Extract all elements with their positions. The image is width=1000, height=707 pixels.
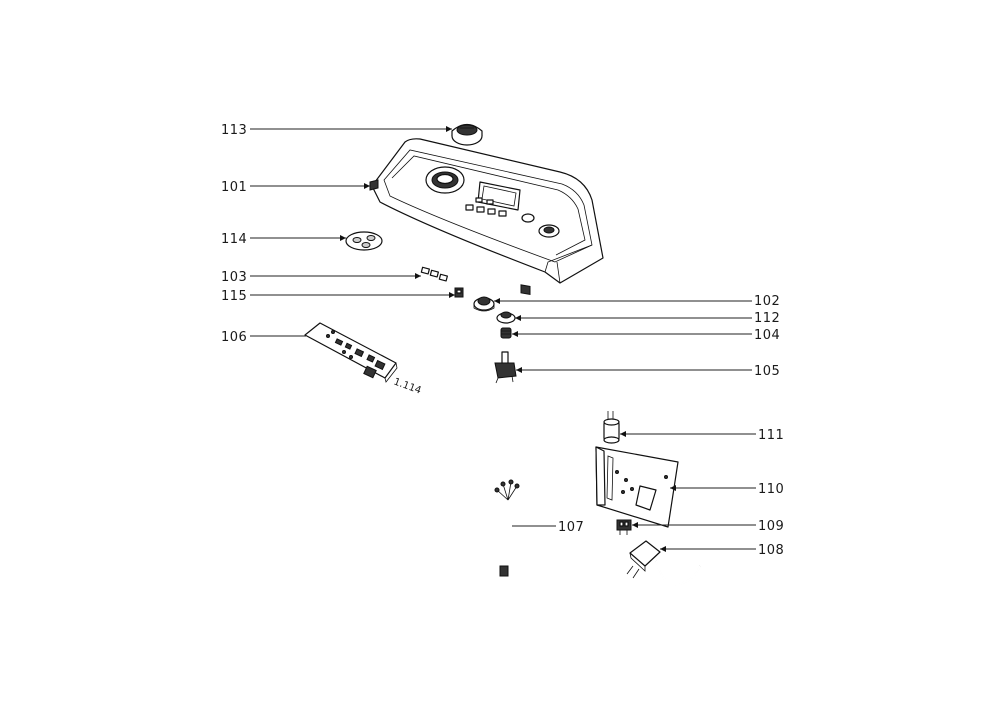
part-103-keys [420, 266, 448, 282]
label-109: 109 [758, 519, 784, 534]
part-112-small-knob [496, 311, 516, 324]
label-111: 111 [758, 428, 784, 443]
label-110: 110 [758, 482, 784, 497]
leader-lines [250, 128, 756, 550]
label-103: 103 [221, 270, 247, 285]
label-107: 107 [558, 520, 584, 535]
label-105: 105 [754, 364, 780, 379]
label-106-sub: 1.114 [392, 376, 423, 396]
arrowheads [340, 126, 676, 552]
label-115: 115 [221, 289, 247, 304]
part-108-power-plug [626, 540, 701, 586]
label-108: 108 [758, 543, 784, 558]
part-110-bracket [595, 446, 679, 528]
part-111-capacitor [603, 411, 620, 444]
part-106-control-board [304, 322, 398, 383]
label-112: 112 [754, 311, 780, 326]
label-102: 102 [754, 294, 780, 309]
label-101: 101 [221, 180, 247, 195]
part-104-bushing [500, 327, 512, 339]
part-105-selector [494, 351, 517, 384]
label-104: 104 [754, 328, 780, 343]
part-102-knob-base [473, 296, 495, 312]
part-113-knob [451, 123, 483, 146]
part-101-control-panel [369, 138, 604, 296]
part-115-block [454, 287, 464, 298]
label-113: 113 [221, 123, 247, 138]
label-106: 106 [221, 330, 247, 345]
part-107-wiring-harness [494, 479, 520, 577]
label-114: 114 [221, 232, 247, 247]
part-114-disc [345, 231, 383, 251]
part-109-connector [616, 519, 632, 535]
